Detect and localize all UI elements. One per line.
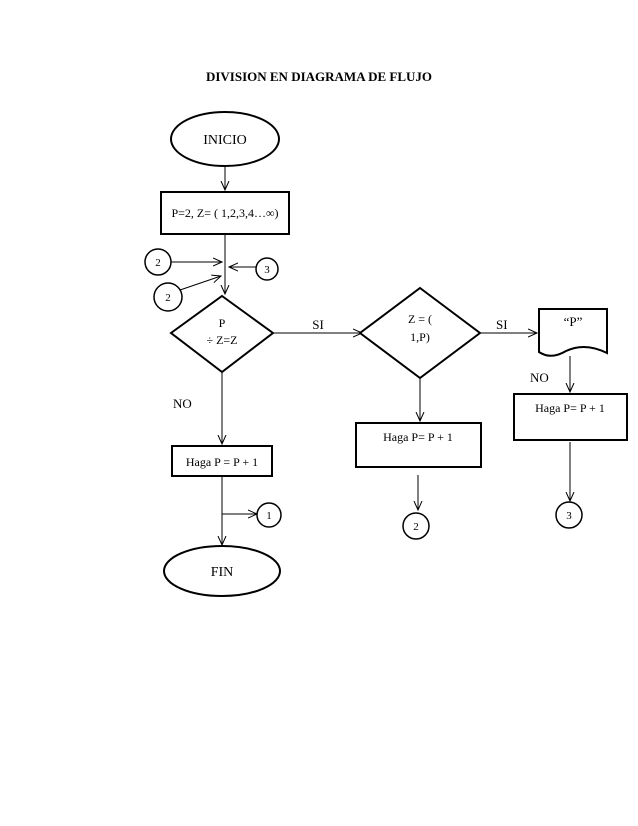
connector-2-top-label: 2 (155, 257, 161, 269)
decision-1-line1: P (219, 316, 226, 330)
connector-3-entry (255, 257, 279, 281)
connector-3-exit-label: 3 (566, 510, 572, 522)
init-process-label: P=2, Z= ( 1,2,3,4…∞) (171, 206, 278, 220)
no-label-1: NO (173, 396, 192, 411)
connector-2-bottom (153, 282, 183, 312)
output-document (538, 308, 608, 357)
si-label-1: SI (312, 317, 324, 332)
process-left-label: Haga P = P + 1 (186, 455, 258, 469)
connector-2-exit-label: 2 (413, 521, 419, 533)
no-label-2: NO (530, 370, 549, 385)
connector-3-exit (555, 501, 583, 529)
decision-1-line2: ÷ Z=Z (206, 333, 237, 347)
connector-2-bottom-label: 2 (165, 292, 171, 304)
process-mid-label: Haga P= P + 1 (383, 430, 453, 444)
connector-1-exit-label: 1 (266, 510, 272, 522)
end-terminal (163, 545, 281, 597)
process-mid-box (355, 422, 482, 468)
connector-2-exit (402, 512, 430, 540)
process-right-box (513, 393, 628, 441)
output-document-label: “P” (564, 314, 583, 329)
connector-3-entry-label: 3 (264, 264, 270, 276)
si-label-2: SI (496, 317, 508, 332)
connector-arrow (179, 276, 221, 291)
process-right-label: Haga P= P + 1 (535, 401, 605, 415)
start-label: INICIO (203, 133, 247, 148)
decision-2-line2: 1,P) (410, 330, 430, 344)
decision-2-line1: Z = ( (408, 312, 432, 326)
end-label: FIN (211, 565, 234, 580)
connector-1-exit (256, 502, 282, 528)
page-title: DIVISION EN DIAGRAMA DE FLUJO (205, 69, 433, 84)
